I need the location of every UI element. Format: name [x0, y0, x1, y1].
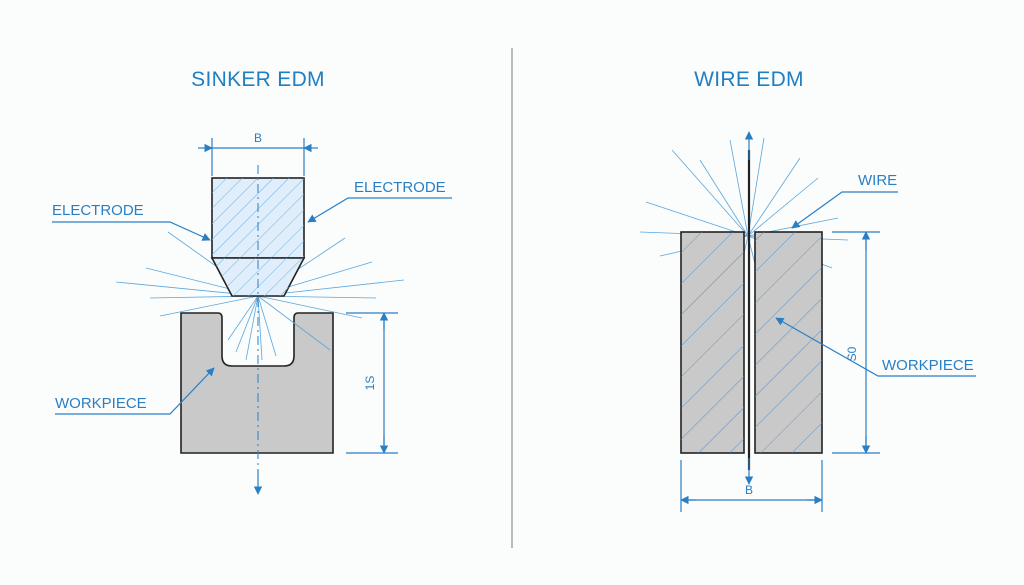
svg-text:ELECTRODE: ELECTRODE [52, 202, 144, 219]
sinker-workpiece-callout: WORKPIECE [55, 367, 215, 415]
sinker-height-dimension: 1S [346, 312, 398, 454]
wire-callout: WIRE [791, 172, 898, 229]
wire-width-label: B [745, 483, 753, 497]
svg-text:WORKPIECE: WORKPIECE [55, 395, 147, 412]
sinker-workpiece [180, 312, 334, 454]
sinker-edm-panel: SINKER EDM B [52, 68, 452, 495]
wire-edm-title: WIRE EDM [694, 68, 804, 91]
sinker-electrode-callout-left: ELECTRODE [52, 202, 211, 241]
wire-workpiece [680, 231, 823, 454]
wire-height-label: S0 [845, 346, 859, 361]
sinker-electrode-callout-right: ELECTRODE [307, 179, 452, 223]
wire-workpiece-callout: WORKPIECE [775, 317, 976, 377]
wire-height-dimension: S0 [832, 231, 880, 454]
svg-text:WORKPIECE: WORKPIECE [882, 357, 974, 374]
wire-width-dimension: B [680, 460, 823, 512]
wire-edm-panel: WIRE EDM [639, 68, 976, 512]
sinker-height-label: 1S [363, 376, 377, 391]
svg-text:ELECTRODE: ELECTRODE [354, 179, 446, 196]
sinker-electrode [210, 177, 306, 297]
sinker-width-dimension: B [198, 131, 318, 176]
sinker-width-label: B [254, 131, 262, 145]
svg-text:WIRE: WIRE [858, 172, 897, 189]
sinker-edm-title: SINKER EDM [191, 68, 325, 91]
